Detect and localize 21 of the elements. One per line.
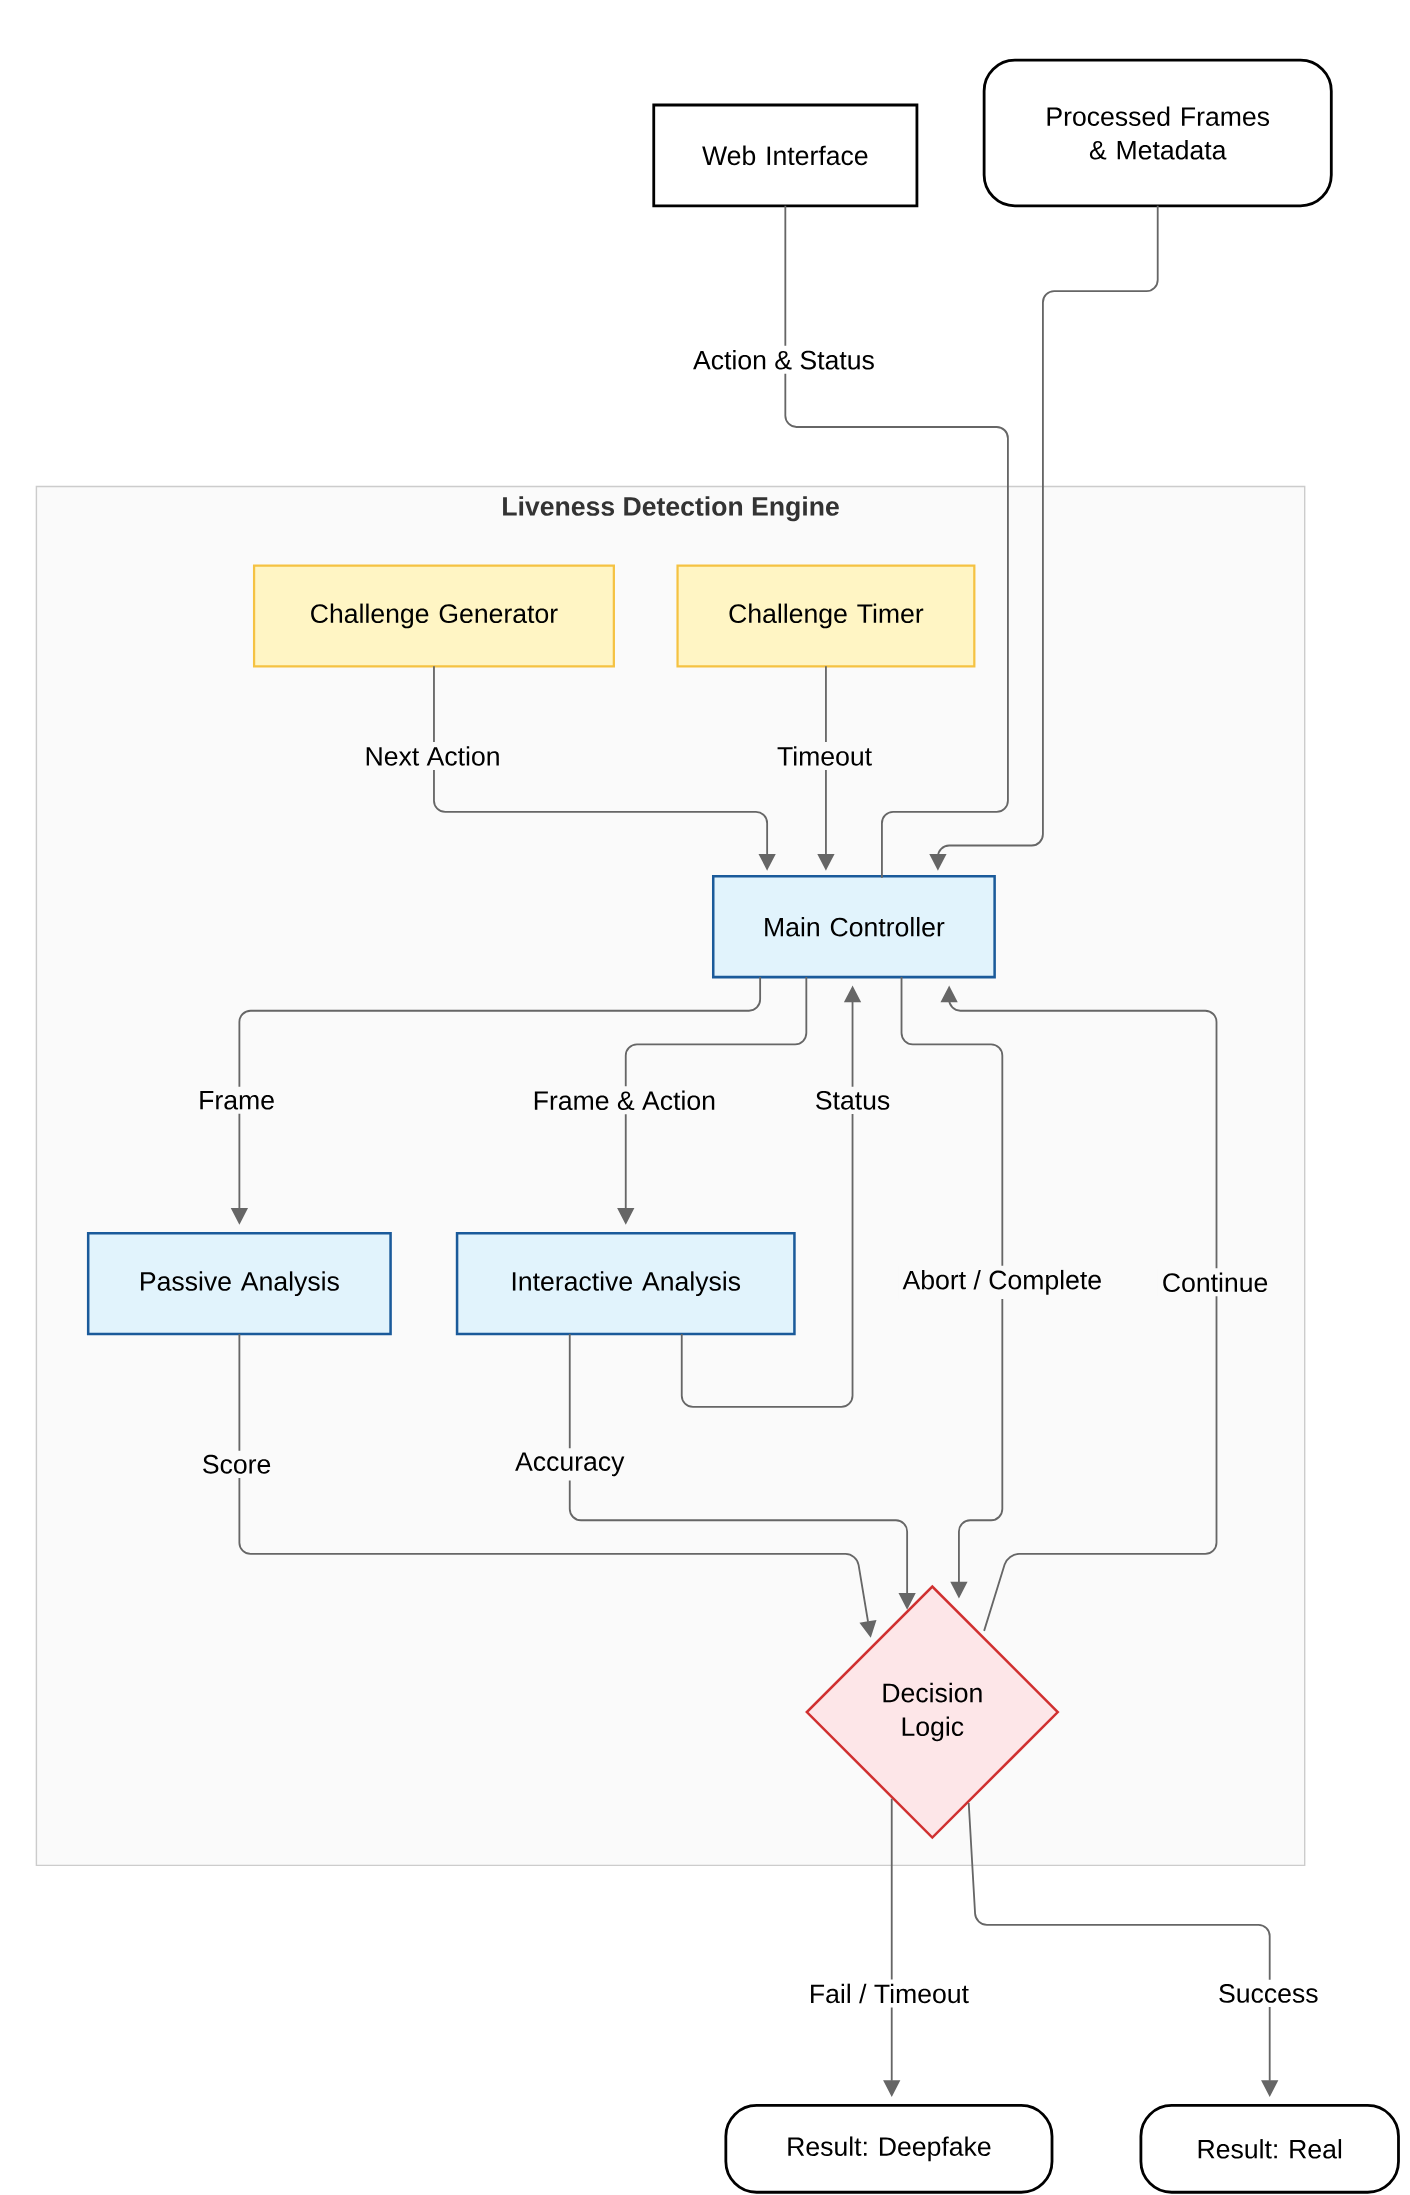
edge-label: Score [197, 1450, 276, 1478]
process-box: Challenge Timer [676, 564, 976, 668]
interface-box: Web Interface [652, 103, 919, 208]
edge-label: Timeout [772, 741, 877, 770]
edge-label: Frame [194, 1086, 280, 1114]
terminal-box: Result: Deepfake [724, 2104, 1054, 2194]
edge-label: Status [810, 1086, 895, 1114]
edge-label: Action & Status [688, 345, 880, 374]
process-box: Main Controller [712, 875, 997, 979]
edge-label: Fail / Timeout [804, 1979, 974, 2008]
edge-label: Success [1214, 1979, 1323, 2008]
process-box: Interactive Analysis [455, 1232, 796, 1336]
edge-label: Frame & Action [528, 1086, 721, 1115]
process-box: Challenge Generator [253, 564, 616, 668]
terminal-box: Result: Real [1139, 2104, 1401, 2194]
edge-label: Abort / Complete [898, 1265, 1107, 1299]
edge-label: Continue [1157, 1268, 1273, 1297]
process-box: Passive Analysis [87, 1232, 392, 1336]
edge-label: Next Action [360, 741, 505, 770]
data-store-box: Processed Frames & Metadata [982, 58, 1333, 208]
edge-label: Accuracy [511, 1448, 629, 1481]
